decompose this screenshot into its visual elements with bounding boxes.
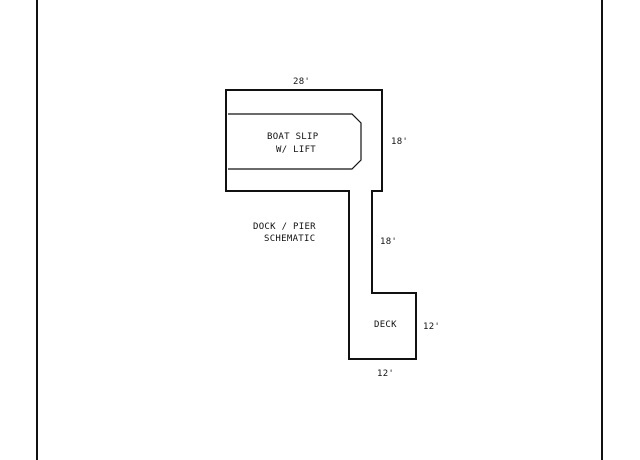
dimension-walkway-label: 18' xyxy=(380,237,397,247)
dimension-deck-right-label: 12' xyxy=(423,322,440,332)
dimension-deck-bottom-label: 12' xyxy=(377,369,394,379)
schematic-title-label: DOCK / PIER xyxy=(253,222,316,232)
dock-outline xyxy=(225,89,417,360)
boat-slip-lift-label: W/ LIFT xyxy=(276,145,316,155)
boat-slip-outline xyxy=(228,113,362,170)
dimension-slip-right-label: 18' xyxy=(391,137,408,147)
dimension-top-label: 28' xyxy=(293,77,310,87)
deck-label: DECK xyxy=(374,320,397,330)
schematic-subtitle-label: SCHEMATIC xyxy=(264,234,315,244)
boat-slip-label: BOAT SLIP xyxy=(267,132,319,142)
